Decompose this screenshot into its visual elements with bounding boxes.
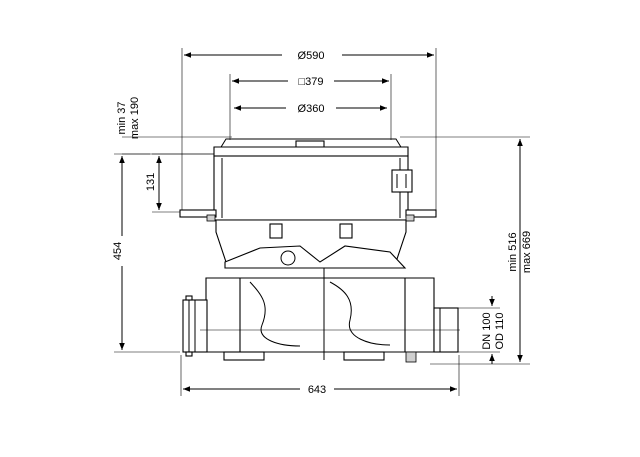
label-grate-square: □379 xyxy=(299,76,324,88)
inlet-pipe xyxy=(182,295,208,357)
dim-pipe: DN 100 OD 110 xyxy=(440,296,506,364)
label-adjust-max: max 190 xyxy=(129,97,141,139)
label-total-height: 454 xyxy=(112,242,124,260)
label-overall-max: max 669 xyxy=(521,231,533,273)
dim-outer-diameter: Ø590 xyxy=(181,48,437,215)
dim-upper-depth: 131 xyxy=(143,153,225,213)
label-adjust-min: min 37 xyxy=(116,101,128,134)
label-upper-depth: 131 xyxy=(145,173,157,191)
dim-grate-square: □379 xyxy=(229,74,392,140)
dim-overall-length: 643 xyxy=(180,355,460,396)
dim-grate-diameter: Ø360 xyxy=(234,101,387,115)
label-grate-diameter: Ø360 xyxy=(298,103,325,115)
label-pipe-od: OD 110 xyxy=(494,312,506,349)
upper-frame xyxy=(179,146,437,222)
trap-body xyxy=(205,245,435,363)
label-overall-min: min 516 xyxy=(507,232,519,271)
label-pipe-dn: DN 100 xyxy=(481,312,493,349)
dim-adjustment: min 37 max 190 xyxy=(116,97,232,155)
dim-overall-height: min 516 max 669 xyxy=(400,136,533,365)
dim-total-height: 454 xyxy=(109,153,180,353)
label-outer-diameter: Ø590 xyxy=(298,50,325,62)
label-overall-length: 643 xyxy=(308,384,326,396)
